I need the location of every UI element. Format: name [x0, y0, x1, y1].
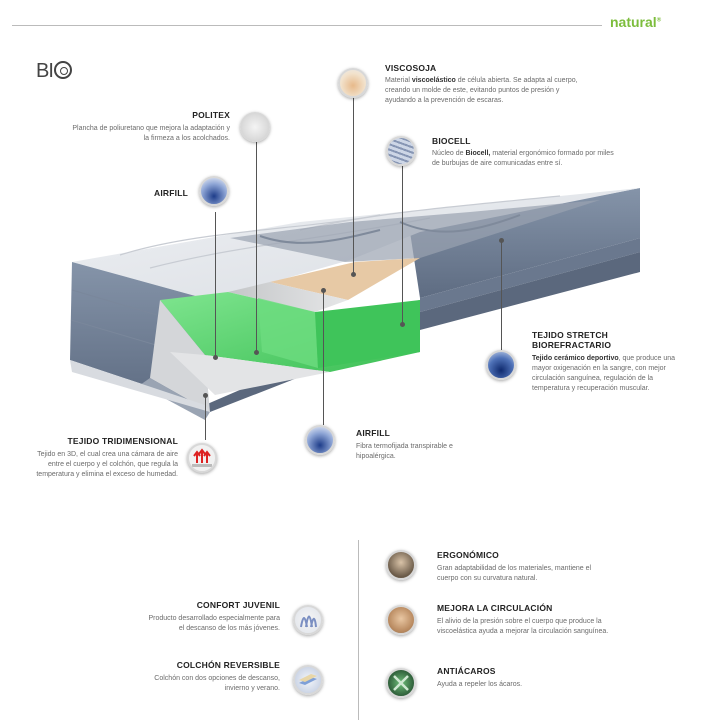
callout-tridimensional: TEJIDO TRIDIMENSIONAL Tejido en 3D, el c…: [30, 436, 178, 480]
viscosoja-material-icon: [338, 68, 368, 98]
callout-title: AIRFILL: [154, 188, 188, 198]
feature-desc: Colchón con dos opciones de descanso, in…: [154, 675, 280, 692]
header-rule: [12, 25, 602, 26]
viscosoja-layer: [270, 258, 420, 300]
callout-biocell: BIOCELL Núcleo de Biocell, material ergo…: [432, 136, 617, 169]
callout-title-2: BIOREFRACTARIO: [532, 340, 612, 350]
brand-logo-mark: ®: [656, 17, 662, 24]
leader-airfill-top: [215, 212, 216, 357]
stretch-fabric-icon: [486, 350, 516, 380]
brand-logo: natural®: [610, 14, 661, 30]
feature-desc: Producto desarrollado especialmente para…: [148, 615, 280, 632]
leader-tridimensional: [205, 395, 206, 440]
reversible-mattress-icon: [293, 665, 323, 695]
feature-title: ANTIÁCAROS: [437, 666, 496, 676]
callout-desc: Núcleo de Biocell, material ergonómico f…: [432, 150, 614, 167]
politex-sheet-icon: [240, 112, 270, 142]
airfill-fiber-icon: [305, 425, 335, 455]
callout-politex: POLITEX Plancha de poliuretano que mejor…: [70, 110, 230, 144]
callout-desc: Material viscoelástico de célula abierta…: [385, 77, 578, 104]
callout-desc: Tejido cerámico deportivo, que produce u…: [532, 355, 676, 392]
feature-ergonomico: ERGONÓMICO Gran adaptabilidad de los mat…: [437, 550, 612, 584]
feature-title: CONFORT JUVENIL: [196, 600, 280, 610]
features-divider: [358, 540, 359, 720]
feature-desc: El alivio de la presión sobre el cuerpo …: [437, 618, 609, 635]
feature-juvenil: CONFORT JUVENIL Producto desarrollado es…: [145, 600, 280, 634]
feature-desc: Ayuda a repeler los ácaros.: [437, 681, 523, 688]
leader-airfill-bottom: [323, 290, 324, 425]
airfill-fiber-icon: [199, 176, 229, 206]
leader-stretch: [501, 240, 502, 350]
bio-logo-text: BI: [36, 60, 54, 82]
circulation-back-icon: [386, 605, 416, 635]
callout-desc: Plancha de poliuretano que mejora la ada…: [72, 125, 230, 142]
callout-title: VISCOSOJA: [385, 63, 437, 73]
leader-biocell: [402, 166, 403, 324]
3d-fabric-arrows-icon: [187, 443, 217, 473]
callout-airfill-bottom: AIRFILL Fibra termofijada transpirable e…: [356, 428, 476, 462]
leader-politex: [256, 142, 257, 352]
leader-viscosoja-dot: [351, 272, 356, 277]
leader-airfill-top-dot: [213, 355, 218, 360]
callout-title: TEJIDO STRETCH: [532, 330, 609, 340]
leader-airfill-bottom-dot: [321, 288, 326, 293]
feature-desc: Gran adaptabilidad de los materiales, ma…: [437, 565, 592, 582]
bio-ring-icon: [53, 61, 72, 79]
leader-tridimensional-dot: [203, 393, 208, 398]
leader-politex-dot: [254, 350, 259, 355]
leader-viscosoja: [353, 96, 354, 274]
leader-stretch-dot: [499, 238, 504, 243]
callout-title: AIRFILL: [356, 428, 390, 438]
bio-logo: BI: [36, 60, 72, 83]
callout-viscosoja: VISCOSOJA Material viscoelástico de célu…: [385, 63, 580, 106]
feature-circulacion: MEJORA LA CIRCULACIÓN El alivio de la pr…: [437, 603, 612, 637]
callout-desc: Tejido en 3D, el cual crea una cámara de…: [36, 451, 178, 478]
feature-title: MEJORA LA CIRCULACIÓN: [437, 603, 553, 613]
leader-biocell-dot: [400, 322, 405, 327]
callout-airfill-top: AIRFILL: [120, 188, 188, 198]
callout-stretch: TEJIDO STRETCH BIOREFRACTARIO Tejido cer…: [532, 330, 677, 394]
brand-logo-text: natural: [610, 14, 657, 30]
feature-title: COLCHÓN REVERSIBLE: [176, 660, 280, 670]
callout-title: TEJIDO TRIDIMENSIONAL: [67, 436, 178, 446]
ergonomic-body-icon: [386, 550, 416, 580]
callout-title: BIOCELL: [432, 136, 471, 146]
callout-title: POLITEX: [192, 110, 230, 120]
mattress-back-side: [410, 188, 640, 298]
anti-mite-icon: [386, 668, 416, 698]
junior-comfort-icon: [293, 605, 323, 635]
feature-title: ERGONÓMICO: [437, 550, 499, 560]
biocell-foam-icon: [386, 136, 416, 166]
callout-desc: Fibra termofijada transpirable e hipoalé…: [356, 443, 453, 460]
feature-antiacaros: ANTIÁCAROS Ayuda a repeler los ácaros.: [437, 666, 537, 690]
feature-reversible: COLCHÓN REVERSIBLE Colchón con dos opcio…: [145, 660, 280, 694]
